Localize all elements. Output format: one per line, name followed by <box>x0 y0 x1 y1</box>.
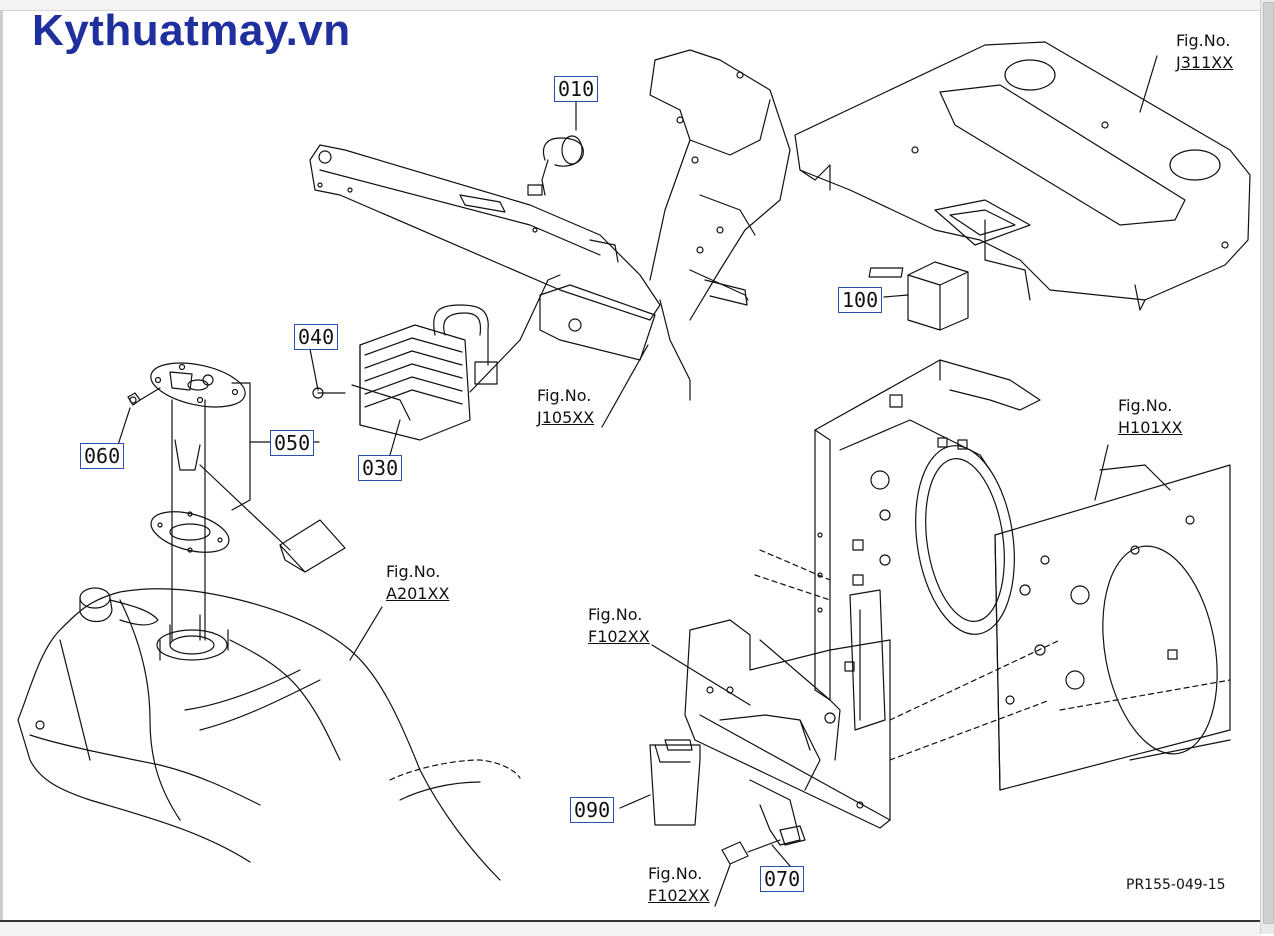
fig-ref-label: Fig.No. <box>1176 31 1231 50</box>
part-label-010[interactable]: 010 <box>554 76 599 102</box>
fig-ref-code: F102XX <box>588 627 650 646</box>
fig-ref-j105[interactable]: Fig.No. J105XX <box>537 385 594 429</box>
scrollbar-thumb[interactable] <box>1263 2 1274 924</box>
part-label-050[interactable]: 050 <box>270 430 315 456</box>
dash-panel-drawing <box>649 359 1231 865</box>
fig-ref-label: Fig.No. <box>386 562 441 581</box>
hour-meter-drawing <box>868 261 969 331</box>
part-label-040[interactable]: 040 <box>294 324 339 350</box>
fig-ref-code: H101XX <box>1118 418 1183 437</box>
fuel-sender-drawing <box>127 362 346 641</box>
fig-ref-f102-lower[interactable]: Fig.No. F102XX <box>648 863 710 907</box>
regulator-drawing <box>312 304 521 441</box>
window-top-edge <box>0 0 1274 11</box>
leader-lines <box>117 55 1158 907</box>
fuel-tank-drawing <box>17 587 521 881</box>
fig-ref-code: J311XX <box>1176 53 1234 72</box>
part-label-030[interactable]: 030 <box>358 455 403 481</box>
part-label-060[interactable]: 060 <box>80 443 125 469</box>
fig-ref-code: F102XX <box>648 886 710 905</box>
left-border <box>0 10 3 922</box>
part-label-070[interactable]: 070 <box>760 866 805 892</box>
fig-ref-label: Fig.No. <box>537 386 592 405</box>
parts-drawing <box>17 41 1251 907</box>
fig-ref-label: Fig.No. <box>1118 396 1173 415</box>
bottom-border <box>0 920 1260 936</box>
fig-ref-label: Fig.No. <box>648 864 703 883</box>
fig-ref-code: J105XX <box>537 408 595 427</box>
site-watermark: Kythuatmay.vn <box>32 6 351 55</box>
fig-ref-a201[interactable]: Fig.No. A201XX <box>386 561 449 605</box>
fig-ref-code: A201XX <box>386 584 450 603</box>
fig-ref-f102-upper[interactable]: Fig.No. F102XX <box>588 604 650 648</box>
drawing-code: PR155-049-15 <box>1126 877 1226 893</box>
fig-ref-label: Fig.No. <box>588 605 643 624</box>
frame-j311-drawing <box>794 41 1251 311</box>
frame-j105-drawing <box>309 49 791 401</box>
vertical-scrollbar[interactable] <box>1260 0 1274 934</box>
part-label-100[interactable]: 100 <box>838 287 883 313</box>
fig-ref-h101[interactable]: Fig.No. H101XX <box>1118 395 1183 439</box>
fig-ref-j311[interactable]: Fig.No. J311XX <box>1176 30 1233 74</box>
part-label-090[interactable]: 090 <box>570 797 615 823</box>
